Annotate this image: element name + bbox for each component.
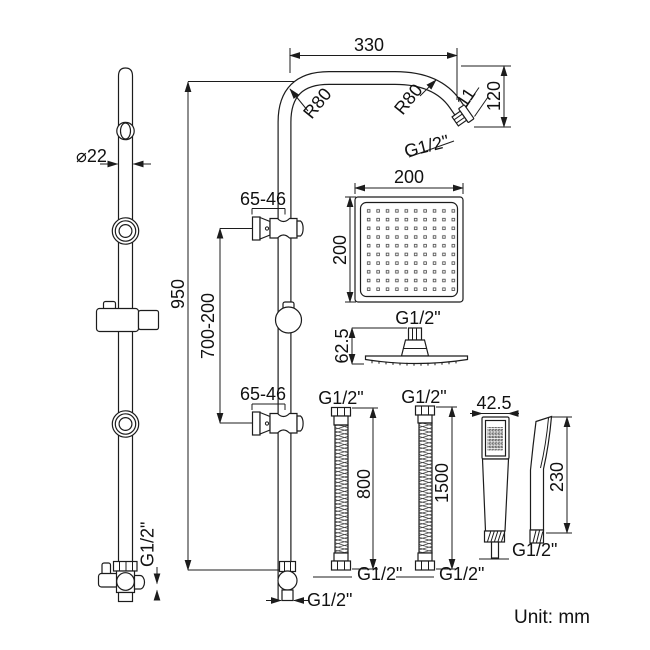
rail-slider-holder xyxy=(95,300,160,333)
rail-diameter-label: ⌀22 xyxy=(76,146,107,166)
hose1500-bottom-thread-label: G1/2" xyxy=(439,564,484,584)
hose1500-body xyxy=(418,422,433,554)
handset-side-view: 230 xyxy=(529,415,572,544)
riser-bottom-thread-label: G1/2" xyxy=(307,590,352,610)
shower-nozzle-grid xyxy=(366,208,457,293)
hose800-bottom-thread-label: G1/2" xyxy=(357,564,402,584)
hose1500-length-label: 1500 xyxy=(432,463,452,503)
bracket-span-label: 700-200 xyxy=(198,293,218,359)
unit-note: Unit: mm xyxy=(514,607,590,628)
slide-rail-side-view: ⌀22 G1/2" xyxy=(76,67,161,603)
riser-slider-knob xyxy=(274,301,303,334)
handset-length-label: 230 xyxy=(547,462,567,492)
rail-bottom-thread-label: G1/2" xyxy=(138,522,158,567)
head-width-label: 200 xyxy=(394,167,424,187)
hose800-body xyxy=(334,424,349,554)
bracket-top-label: 65-46 xyxy=(240,189,286,209)
handset-handle xyxy=(481,458,510,532)
head-thread-label: G1/2" xyxy=(395,308,440,328)
rail-wall-bracket-bottom xyxy=(111,410,140,438)
riser-bracket-top xyxy=(251,216,304,241)
hose800-length-label: 800 xyxy=(354,469,374,499)
arm-drop-label: 120 xyxy=(484,81,504,111)
handset-inlet-tube xyxy=(490,541,500,559)
overhead-shower-side-view: 62.5 xyxy=(332,327,469,366)
hose1500-top-thread-label: G1/2" xyxy=(401,387,446,407)
handset-width-label: 42.5 xyxy=(476,393,511,413)
rail-diverter-valve xyxy=(97,560,146,603)
hose800-top-thread-label: G1/2" xyxy=(318,388,363,408)
riser-bottom-inlet xyxy=(277,560,298,602)
shower-hose-1500: G1/2" 1500 G1/2" xyxy=(396,387,484,584)
arm-wall-connector xyxy=(451,104,475,127)
handset-thread-label: G1/2" xyxy=(512,540,557,560)
riser-height-label: 950 xyxy=(168,279,188,309)
head-side-height-label: 62.5 xyxy=(332,328,352,363)
head-height-label: 200 xyxy=(330,235,350,265)
rail-wall-bracket-top xyxy=(111,217,140,245)
handset-front-view: 42.5 G1/2" xyxy=(470,393,557,560)
bracket-bottom-label: 65-46 xyxy=(240,384,286,404)
handset-spray-face xyxy=(487,427,503,451)
overhead-shower-face-view: 200 200 G1/2" xyxy=(330,167,464,328)
arm-reach-label: 330 xyxy=(354,35,384,55)
riser-rail-front-view: 950 330 R80 R80 11 120 G1/2" xyxy=(168,35,511,610)
riser-bracket-bottom xyxy=(251,411,304,436)
head-threaded-stub xyxy=(407,327,423,341)
shower-hose-800: G1/2" 800 G1/2" xyxy=(313,388,402,584)
